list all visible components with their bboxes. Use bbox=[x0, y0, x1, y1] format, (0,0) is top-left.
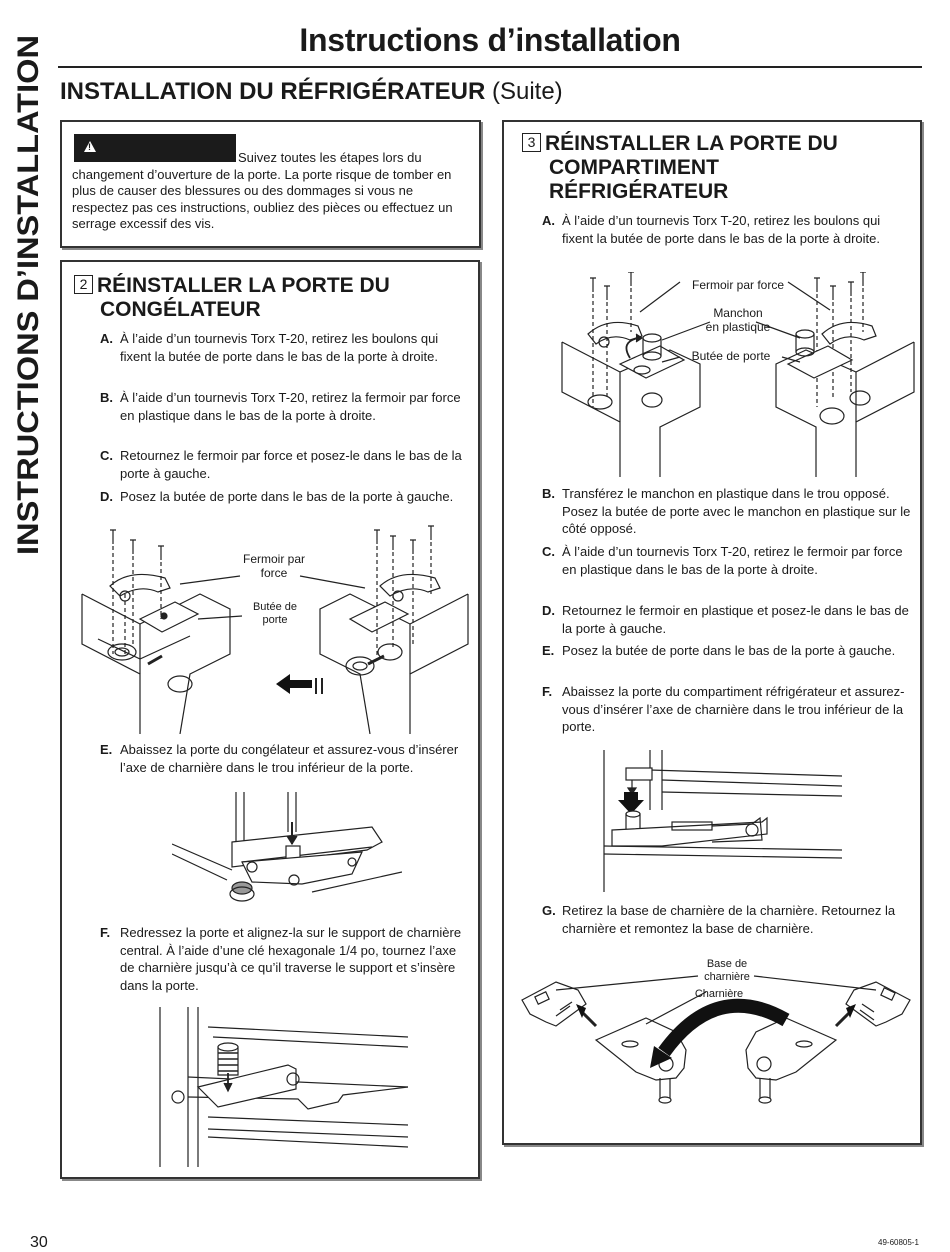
side-title-text: INSTRUCTIONS D’INSTALLATION bbox=[12, 35, 45, 555]
step2-item-d: D.Posez la butée de porte dans le bas de… bbox=[100, 489, 454, 504]
step2-item-b: B.À l’aide d’un tournevis Torx T-20, ret… bbox=[100, 390, 461, 423]
warning-triangle-icon bbox=[84, 141, 96, 152]
warning-text: Suivez toutes les étapes lors du changem… bbox=[72, 150, 453, 231]
step2-item-f: F.Redressez la porte et alignez-la sur l… bbox=[100, 925, 462, 993]
step3-item-d: D.Retournez le fermoir en plastique et p… bbox=[542, 603, 909, 636]
freezer-hinge-pin-diagram bbox=[171, 792, 403, 912]
fresh-food-clip-label: Fermoir par force bbox=[691, 278, 785, 292]
step3-item-e: E.Posez la butée de porte dans le bas de… bbox=[542, 643, 896, 658]
document-code: 49-60805-1 bbox=[878, 1238, 919, 1247]
step3-title-line2: COMPARTIMENT bbox=[549, 156, 719, 179]
warning-box: Suivez toutes les étapes lors du changem… bbox=[60, 120, 481, 248]
step3-item-c: C.À l’aide d’un tournevis Torx T-20, ret… bbox=[542, 544, 903, 577]
step2-title-line2: CONGÉLATEUR bbox=[100, 298, 261, 321]
center-hinge-bracket-diagram bbox=[158, 1007, 409, 1172]
section-title-text: INSTALLATION DU RÉFRIGÉRATEUR bbox=[60, 78, 486, 105]
step2-item-a: A.À l’aide d’un tournevis Torx T-20, ret… bbox=[100, 331, 439, 364]
side-title: INSTRUCTIONS D’INSTALLATION bbox=[2, 30, 46, 560]
step3-item-b: B.Transférez le manchon en plastique dan… bbox=[542, 486, 911, 536]
warning-badge bbox=[74, 134, 236, 162]
step2-item-c: C.Retournez le fermoir par force et pose… bbox=[100, 448, 462, 481]
section-title: INSTALLATION DU RÉFRIGÉRATEUR (Suite) bbox=[60, 78, 563, 106]
section-title-suffix: (Suite) bbox=[491, 78, 563, 105]
step3-item-f: F.Abaissez la porte du compartiment réfr… bbox=[542, 684, 905, 734]
step3-title-line3: RÉFRIGÉRATEUR bbox=[549, 180, 729, 203]
fresh-food-stop-label: Butée de porte bbox=[691, 349, 771, 363]
step2-title-line1: RÉINSTALLER LA PORTE DU bbox=[97, 274, 390, 297]
page-title: Instructions d’installation bbox=[299, 22, 681, 58]
hinge-label: Charnière bbox=[694, 988, 744, 1000]
page-number: 30 bbox=[30, 1234, 48, 1251]
step2-item-e: E.Abaissez la porte du congélateur et as… bbox=[100, 742, 459, 775]
step3-item-a: A.À l’aide d’un tournevis Torx T-20, ret… bbox=[542, 213, 881, 246]
step3-item-g: G.Retirez la base de charnière de la cha… bbox=[542, 903, 896, 936]
fresh-food-hinge-pin-diagram bbox=[602, 750, 843, 892]
step3-title-line1: RÉINSTALLER LA PORTE DU bbox=[545, 132, 838, 155]
step2-number: 2 bbox=[74, 275, 93, 294]
step3-number: 3 bbox=[522, 133, 541, 152]
title-rule bbox=[58, 66, 922, 68]
